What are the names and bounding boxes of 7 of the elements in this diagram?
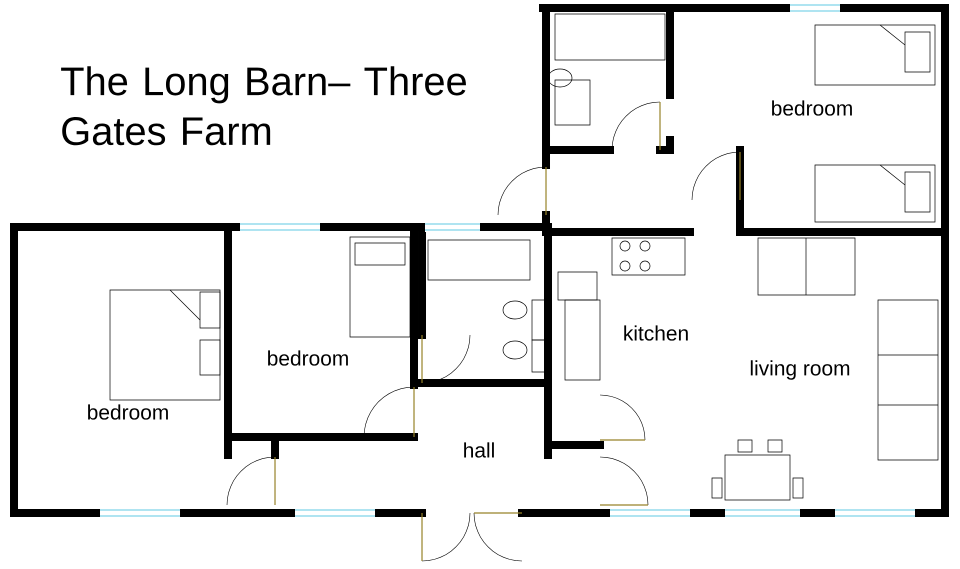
- room-label: bedroom: [770, 99, 854, 117]
- room-label: kitchen: [622, 324, 690, 342]
- room-label: living room: [748, 359, 852, 381]
- title: The Long Barn– Three Gates Farm: [61, 66, 466, 146]
- room-label: bedroom: [266, 349, 350, 367]
- room-label: hall: [462, 441, 496, 459]
- room-label: bedroom: [86, 403, 170, 421]
